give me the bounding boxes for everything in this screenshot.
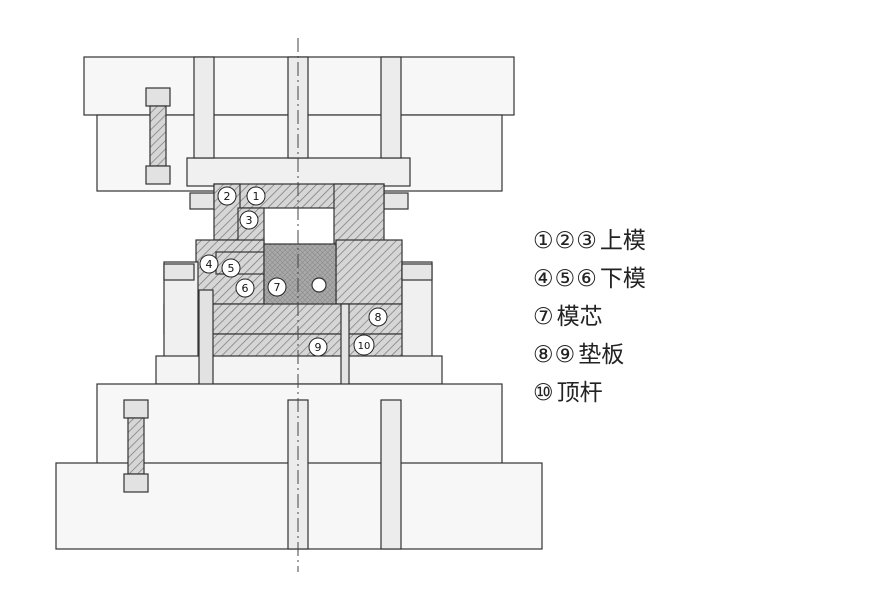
callout-5: 5: [221, 258, 241, 278]
callout-10: 10: [353, 334, 375, 356]
svg-text:9: 9: [315, 341, 322, 354]
upper-clamp-right: [381, 192, 409, 210]
svg-text:1: 1: [253, 190, 260, 203]
legend-label: 垫板: [578, 342, 625, 368]
legend-numbers: ⑦: [533, 304, 555, 330]
svg-text:6: 6: [242, 282, 249, 295]
core-hole: [311, 277, 327, 293]
upper-bolt-shank: [149, 105, 167, 167]
upper-bolt-nut: [145, 165, 171, 185]
legend-label: 上模: [599, 228, 646, 254]
legend-numbers: ⑧⑨: [533, 342, 577, 368]
callout-6: 6: [235, 278, 255, 298]
svg-text:10: 10: [358, 341, 371, 352]
svg-text:2: 2: [224, 190, 231, 203]
lower-bolt-head: [123, 399, 149, 419]
callouts: 1 2 3 4 5 6 7 8: [199, 186, 388, 357]
legend-item-lower-die: ④⑤⑥下模: [533, 260, 646, 298]
lower-clamp-right: [401, 263, 433, 281]
callout-2: 2: [217, 186, 237, 206]
svg-text:4: 4: [206, 258, 213, 271]
legend-numbers: ①②③: [533, 228, 598, 254]
legend-item-upper-die: ①②③上模: [533, 222, 646, 260]
callout-3: 3: [239, 210, 259, 230]
callout-1: 1: [246, 186, 266, 206]
callout-8: 8: [368, 307, 388, 327]
legend-item-backing-plate: ⑧⑨垫板: [533, 336, 646, 374]
lower-bolt-nut: [123, 473, 149, 493]
lower-clamp-left: [163, 263, 195, 281]
lower-guide-post-right: [380, 399, 402, 550]
legend-numbers: ④⑤⑥: [533, 266, 598, 292]
legend-label: 下模: [599, 266, 646, 292]
callout-4: 4: [199, 254, 219, 274]
callout-9: 9: [308, 337, 328, 357]
lower-die-right: [335, 239, 403, 305]
svg-text:5: 5: [228, 262, 235, 275]
upper-guide-post-left: [193, 56, 215, 159]
legend-label: 顶杆: [556, 380, 603, 406]
legend-label: 模芯: [556, 304, 603, 330]
legend-item-core: ⑦模芯: [533, 298, 646, 336]
lower-bolt-shank: [127, 417, 145, 475]
upper-die-right-block: [333, 183, 385, 245]
ejector-pin-part-10: [340, 303, 350, 389]
legend-numbers: ⑩: [533, 380, 555, 406]
upper-bolt-head: [145, 87, 171, 107]
svg-text:8: 8: [375, 311, 382, 324]
legend: ①②③上模 ④⑤⑥下模 ⑦模芯 ⑧⑨垫板 ⑩顶杆: [533, 222, 646, 412]
upper-guide-post-right: [380, 56, 402, 159]
callout-7: 7: [267, 277, 287, 297]
upper-clamp-left: [189, 192, 217, 210]
legend-item-ejector-pin: ⑩顶杆: [533, 374, 646, 412]
svg-text:7: 7: [274, 281, 281, 294]
svg-text:3: 3: [246, 214, 253, 227]
